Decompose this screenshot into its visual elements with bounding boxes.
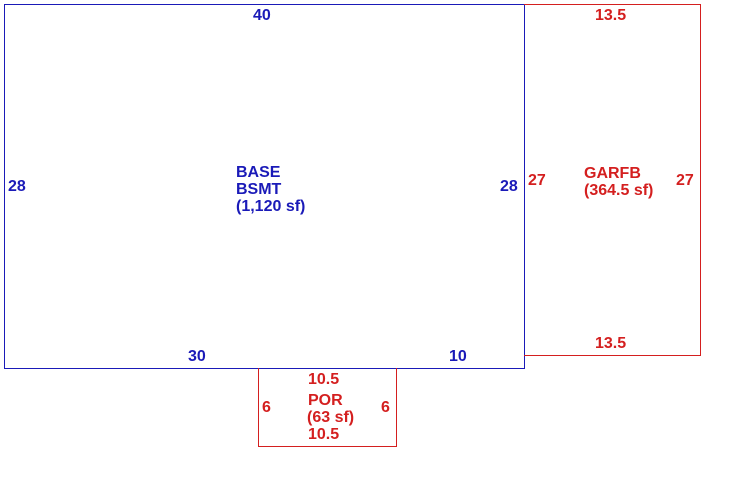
- garage-dim-bottom: 13.5: [595, 335, 627, 352]
- garage-dim-top: 13.5: [595, 7, 627, 24]
- base-dim-bottom-left: 30: [188, 348, 206, 365]
- porch-area-outline: [258, 368, 397, 447]
- base-area-outline: [4, 4, 525, 369]
- base-dim-left: 28: [8, 178, 26, 195]
- porch-area-code: POR: [308, 392, 343, 409]
- porch-dim-left: 6: [262, 399, 271, 416]
- base-dim-bottom-right: 10: [449, 348, 467, 365]
- porch-area-size: (63 sf): [307, 409, 355, 426]
- porch-dim-top: 10.5: [308, 371, 340, 388]
- garage-area-code: GARFB: [584, 165, 641, 182]
- base-dim-right: 28: [500, 178, 518, 195]
- base-area-subcode: BSMT: [236, 181, 282, 198]
- garage-dim-left: 27: [528, 172, 546, 189]
- base-area-size: (1,120 sf): [236, 198, 306, 215]
- base-area-code: BASE: [236, 164, 281, 181]
- garage-area-size: (364.5 sf): [584, 182, 654, 199]
- garage-area-outline: [524, 4, 701, 356]
- garage-dim-right: 27: [676, 172, 694, 189]
- porch-dim-bottom: 10.5: [308, 426, 340, 443]
- porch-dim-right: 6: [381, 399, 390, 416]
- base-dim-top: 40: [253, 7, 271, 24]
